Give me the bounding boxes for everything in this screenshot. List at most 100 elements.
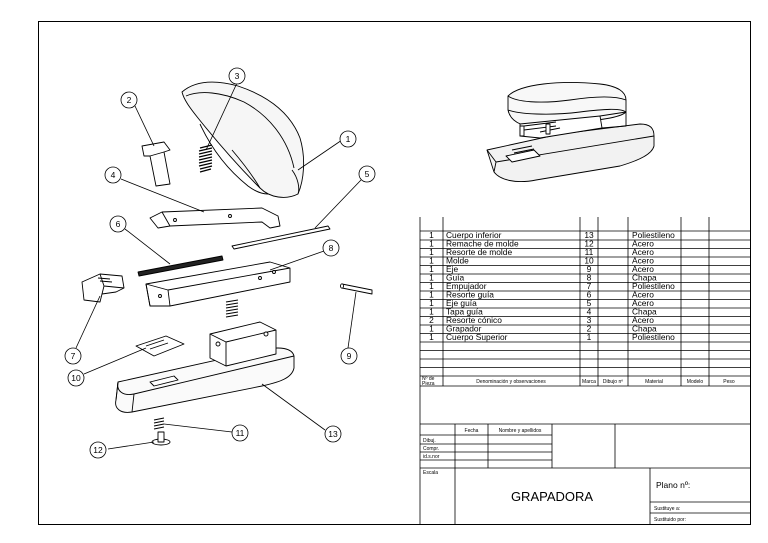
bom-cell-mark: 6 [587,290,592,300]
bom-cell-qty: 1 [429,256,434,266]
bom-cell-name: Resorte guía [446,290,494,300]
bom-cell-name: Eje [446,264,458,274]
part-resorte-conico [198,144,213,173]
svg-text:2: 2 [127,95,132,105]
bom-cell-name: Grapador [446,324,482,334]
bom-cell-name: Resorte cónico [446,315,502,325]
part-tapa-guia [149,207,281,229]
tb-row-compr: Compr. [423,446,439,452]
svg-text:4: 4 [111,170,116,180]
title-block-text: Fecha Nombre y apellidos Dibuj. Compr. i… [423,428,690,523]
bom-cell-mark: 1 [587,332,592,342]
balloon-5: 5 [358,165,376,183]
svg-text:5: 5 [365,169,370,179]
header-qty-line2: Pieza [422,381,435,387]
bom-cell-material: Acero [632,239,654,249]
bom-cell-material: Chapa [632,273,657,283]
tb-plan-label: Plano nº: [656,480,690,490]
svg-text:9: 9 [347,351,352,361]
part-guia [145,261,291,307]
svg-text:12: 12 [93,445,103,455]
bom-cell-name: Cuerpo Superior [446,332,508,342]
title-block [419,386,750,524]
bom-cell-mark: 11 [585,247,594,257]
balloon-7: 7 [64,347,82,365]
part-empujador [81,273,125,303]
bom-cell-name: Molde [446,256,469,266]
balloon-1: 1 [339,130,357,148]
svg-text:1: 1 [346,134,351,144]
balloon-2: 2 [120,91,138,109]
header-name: Denominación y observaciones [476,379,546,385]
bom-table [419,217,750,387]
bom-cell-name: Empujador [446,281,487,291]
header-mark: Marca [582,379,596,385]
balloon-13: 13 [324,425,342,443]
bom-cell-material: Chapa [632,307,657,317]
bom-row: 1 Molde 10 Acero [429,256,654,266]
tb-scale-label: Escala [423,470,438,476]
balloon-3: 3 [228,67,246,85]
part-eje [340,283,373,295]
bom-cell-material: Acero [632,298,654,308]
bom-cell-name: Guía [446,273,464,283]
bom-cell-material: Poliestileno [632,281,675,291]
tb-row-idsnor: id.s.nor [423,454,440,460]
tb-replaced-by: Sustituido por: [654,517,686,523]
bom-cell-mark: 8 [587,273,592,283]
bom-cell-qty: 2 [429,315,434,325]
bom-cell-mark: 4 [587,307,592,317]
bom-cell-qty: 1 [429,239,434,249]
bom-cell-mark: 7 [587,281,592,291]
part-cuerpo-inferior [115,321,295,413]
part-eje-guia [231,225,331,250]
drawing-title: GRAPADORA [511,489,593,504]
exploded-view [81,81,373,446]
svg-text:11: 11 [236,428,245,438]
bom-cell-mark: 5 [587,298,592,308]
bom-cell-mark: 3 [587,315,592,325]
bom-cell-mark: 10 [584,256,594,266]
part-grapador [141,141,171,187]
part-remache [151,431,171,446]
part-resorte-guia [137,255,224,277]
bom-cell-qty: 1 [429,290,434,300]
svg-text:13: 13 [328,429,338,439]
bom-cell-mark: 12 [584,239,594,249]
bom-cell-material: Acero [632,264,654,274]
balloon-4: 4 [104,166,122,184]
bom-cell-name: Tapa guía [446,307,483,317]
part-molde [135,335,185,357]
tb-col-date: Fecha [465,428,479,434]
bom-cell-qty: 1 [429,264,434,274]
bom-cell-qty: 1 [429,281,434,291]
svg-text:8: 8 [329,243,334,253]
bom-cell-qty: 1 [429,324,434,334]
bom-cell-name: Eje guía [446,298,477,308]
balloon-8: 8 [322,239,340,257]
balloons: 1 2 3 4 5 6 7 8 9 10 11 12 13 [64,67,376,459]
bom-cell-material: Acero [632,256,654,266]
svg-text:3: 3 [235,71,240,81]
balloon-6: 6 [109,215,127,233]
leader-lines [75,82,362,450]
bom-cell-material: Poliestileno [632,332,675,342]
header-weight: Peso [723,379,735,385]
svg-text:7: 7 [71,351,76,361]
balloon-9: 9 [340,347,358,365]
bom-cell-material: Acero [632,247,654,257]
part-resorte-intermedio [225,299,239,318]
bom-cell-qty: 1 [429,230,434,240]
